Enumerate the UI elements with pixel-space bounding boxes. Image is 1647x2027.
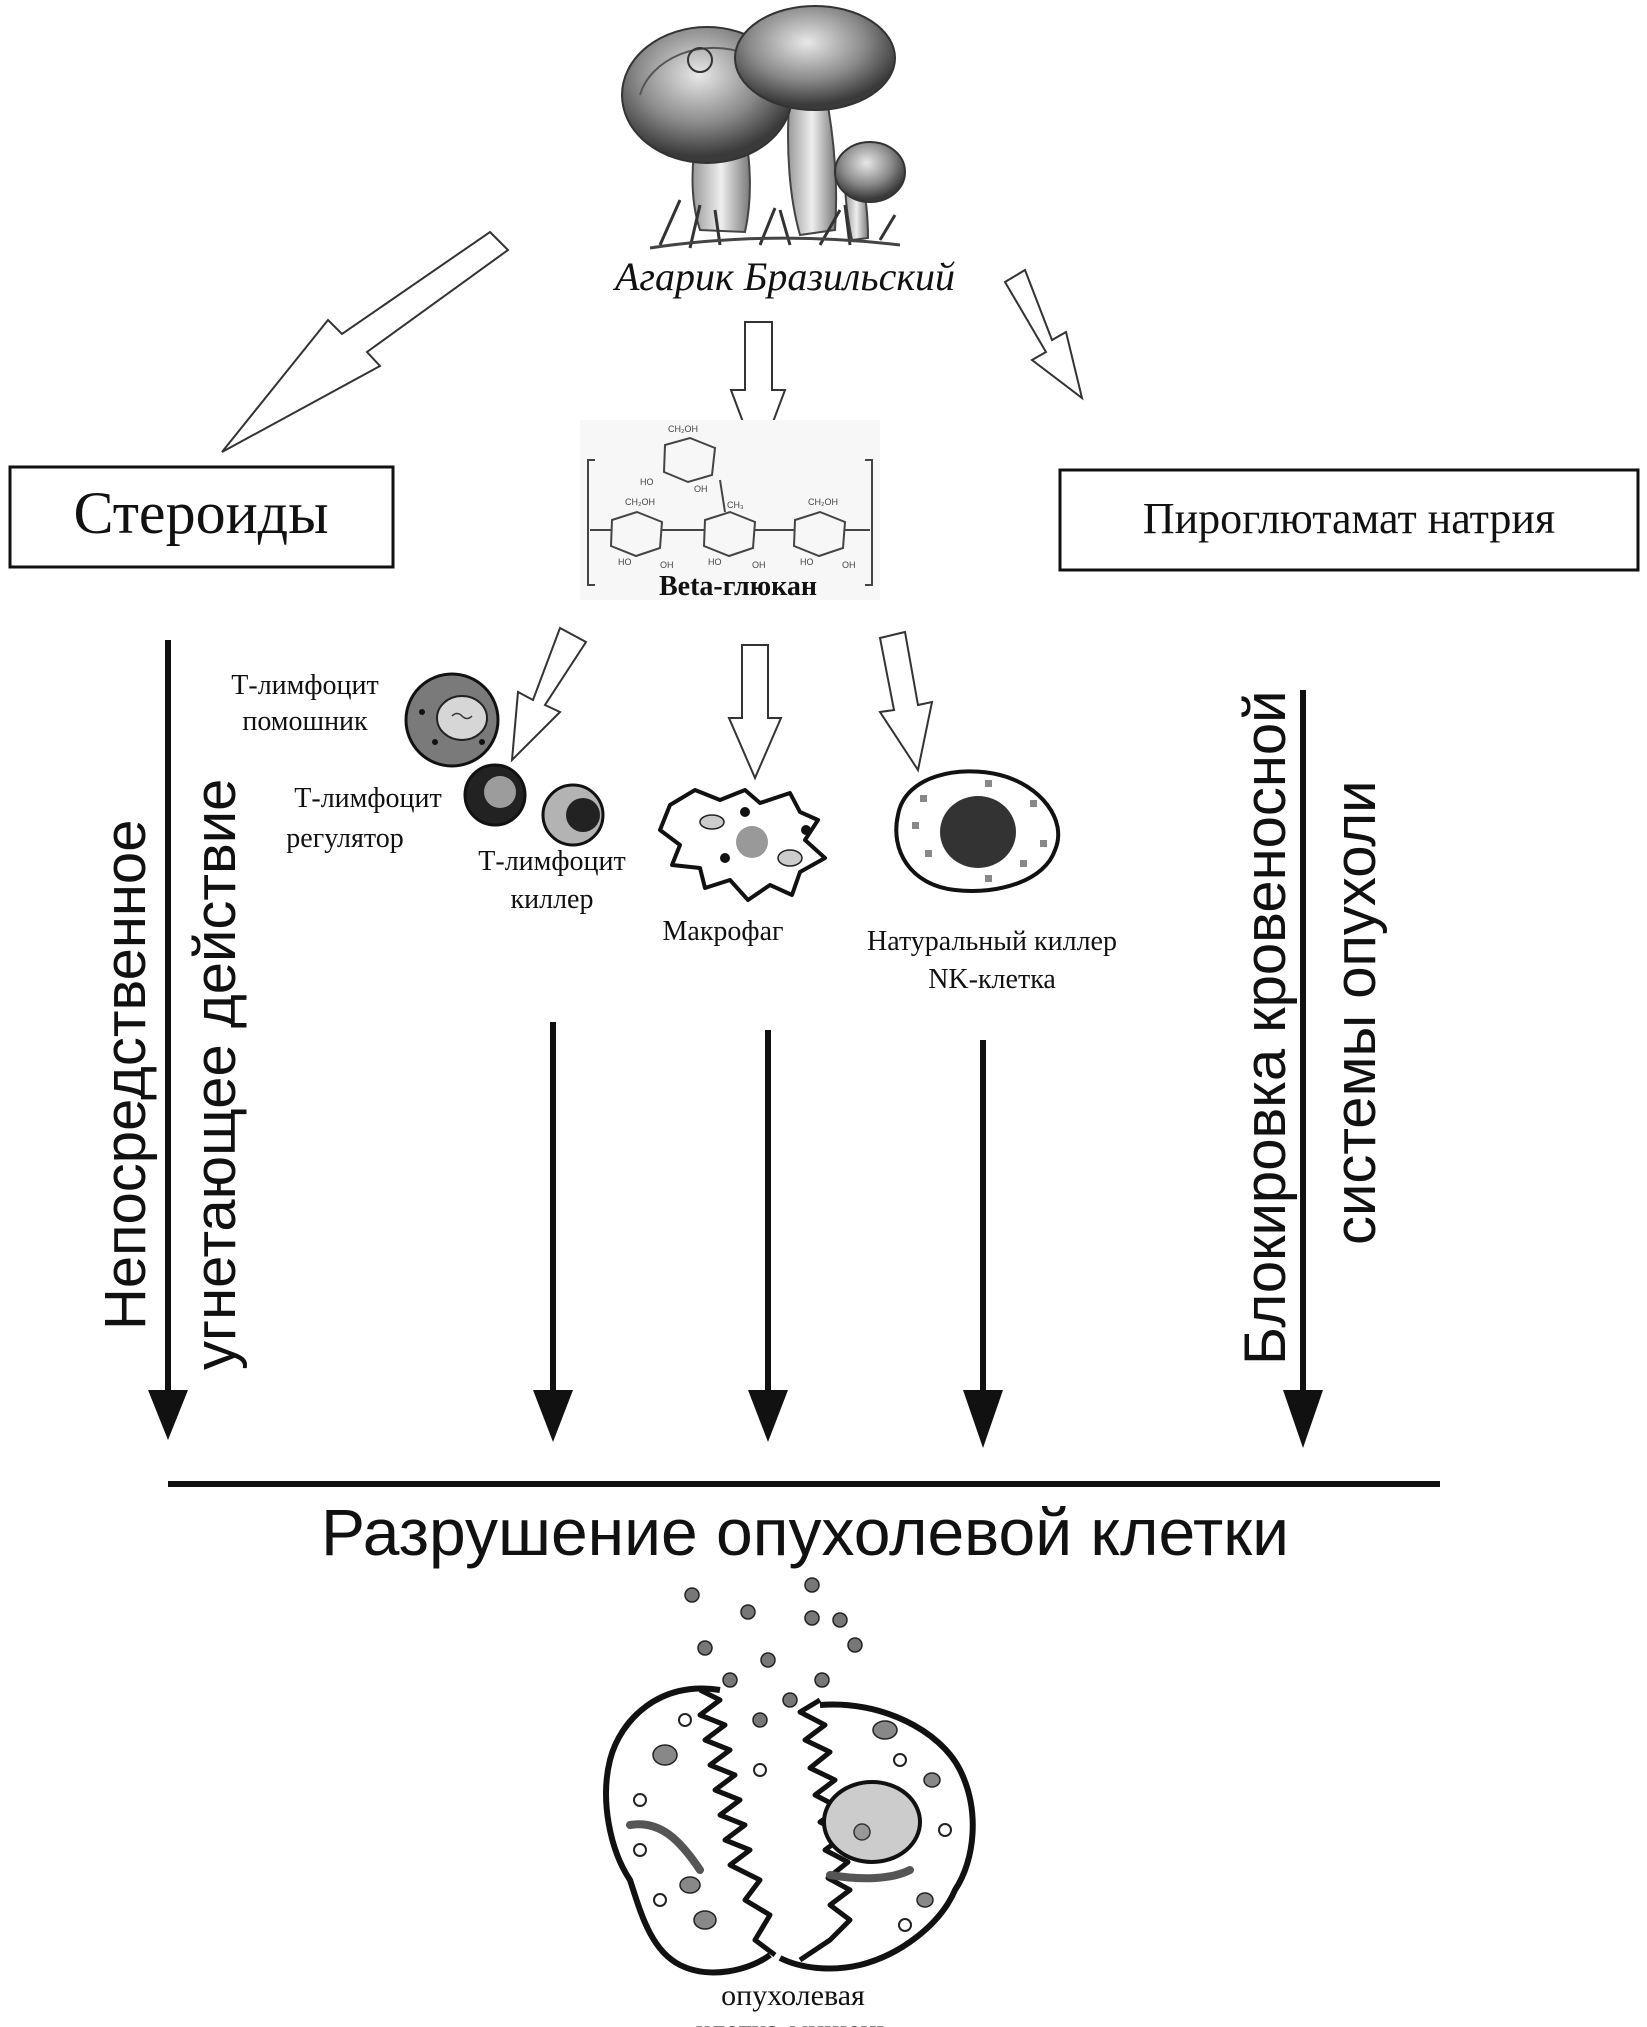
svg-text:OH: OH — [660, 560, 674, 570]
left-arrow — [148, 640, 188, 1440]
beta-glucan-label: Beta-глюкан — [659, 571, 817, 602]
t-helper-label-line1: Т-лимфоцит — [231, 670, 378, 701]
t-killer-cell — [541, 783, 605, 847]
svg-text:CH₂OH: CH₂OH — [808, 497, 838, 507]
nk-cell — [894, 769, 1061, 893]
nk-label-line1: Натуральный киллер — [867, 926, 1117, 957]
macrophage-cell — [658, 788, 827, 902]
middle-arrow-2 — [748, 1030, 788, 1442]
target-label-line1: опухолевая — [721, 1979, 865, 2012]
arrow-to-nk-cell — [878, 630, 934, 773]
mushroom-illustration — [621, 5, 906, 250]
svg-text:OH: OH — [842, 560, 856, 570]
pyroglutamate-label: Пироглютамат натрия — [1143, 494, 1555, 543]
left-label-line2: угнетающее действие — [183, 779, 248, 1370]
result-title: Разрушение опухолевой клетки — [321, 1495, 1289, 1569]
svg-text:CH₂OH: CH₂OH — [625, 497, 655, 507]
left-label-line1: Непосредственное — [93, 820, 158, 1330]
macrophage-label: Макрофаг — [663, 916, 784, 947]
arrow-to-steroids — [221, 230, 510, 453]
svg-text:CH₂OH: CH₂OH — [668, 424, 698, 434]
t-killer-label-line2: киллер — [511, 884, 594, 915]
t-helper-cell — [404, 672, 500, 768]
right-label-line2: системы опухоли — [1323, 781, 1388, 1245]
target-label-line2: клетка-мишень — [696, 2014, 891, 2027]
svg-text:OH: OH — [752, 560, 766, 570]
t-helper-label-line2: помошник — [242, 706, 368, 737]
pyroglutamate-box — [1058, 468, 1640, 572]
steroids-box — [8, 465, 395, 569]
arrow-to-t-regulator — [510, 626, 588, 763]
arrow-to-pyroglutamate — [1003, 268, 1084, 401]
arrow-to-macrophage — [727, 644, 783, 781]
t-regulator-label-line2: регулятор — [286, 823, 403, 854]
svg-text:HO: HO — [640, 477, 654, 487]
steroids-label: Стероиды — [73, 480, 328, 546]
right-arrow — [1283, 690, 1323, 1448]
t-regulator-cell — [463, 763, 527, 827]
svg-text:HO: HO — [618, 557, 632, 567]
svg-text:OH: OH — [694, 484, 708, 494]
t-regulator-label-line1: Т-лимфоцит — [294, 783, 441, 814]
middle-arrow-3 — [963, 1040, 1003, 1448]
beta-glucan-molecule: CH₂OH CH₂OH CH₂OH CH₃ HO OH HO OH HO OH … — [580, 420, 880, 600]
middle-arrow-1 — [533, 1022, 573, 1442]
t-killer-label-line1: Т-лимфоцит — [478, 846, 625, 877]
tumor-cell — [603, 1577, 976, 1976]
right-label-line1: Блокировка кровеносной — [1233, 690, 1298, 1365]
svg-text:CH₃: CH₃ — [727, 500, 744, 510]
svg-text:HO: HO — [708, 557, 722, 567]
source-title: Агарик Бразильский — [612, 254, 955, 299]
svg-text:HO: HO — [800, 557, 814, 567]
nk-label-line2: NK-клетка — [928, 964, 1056, 995]
